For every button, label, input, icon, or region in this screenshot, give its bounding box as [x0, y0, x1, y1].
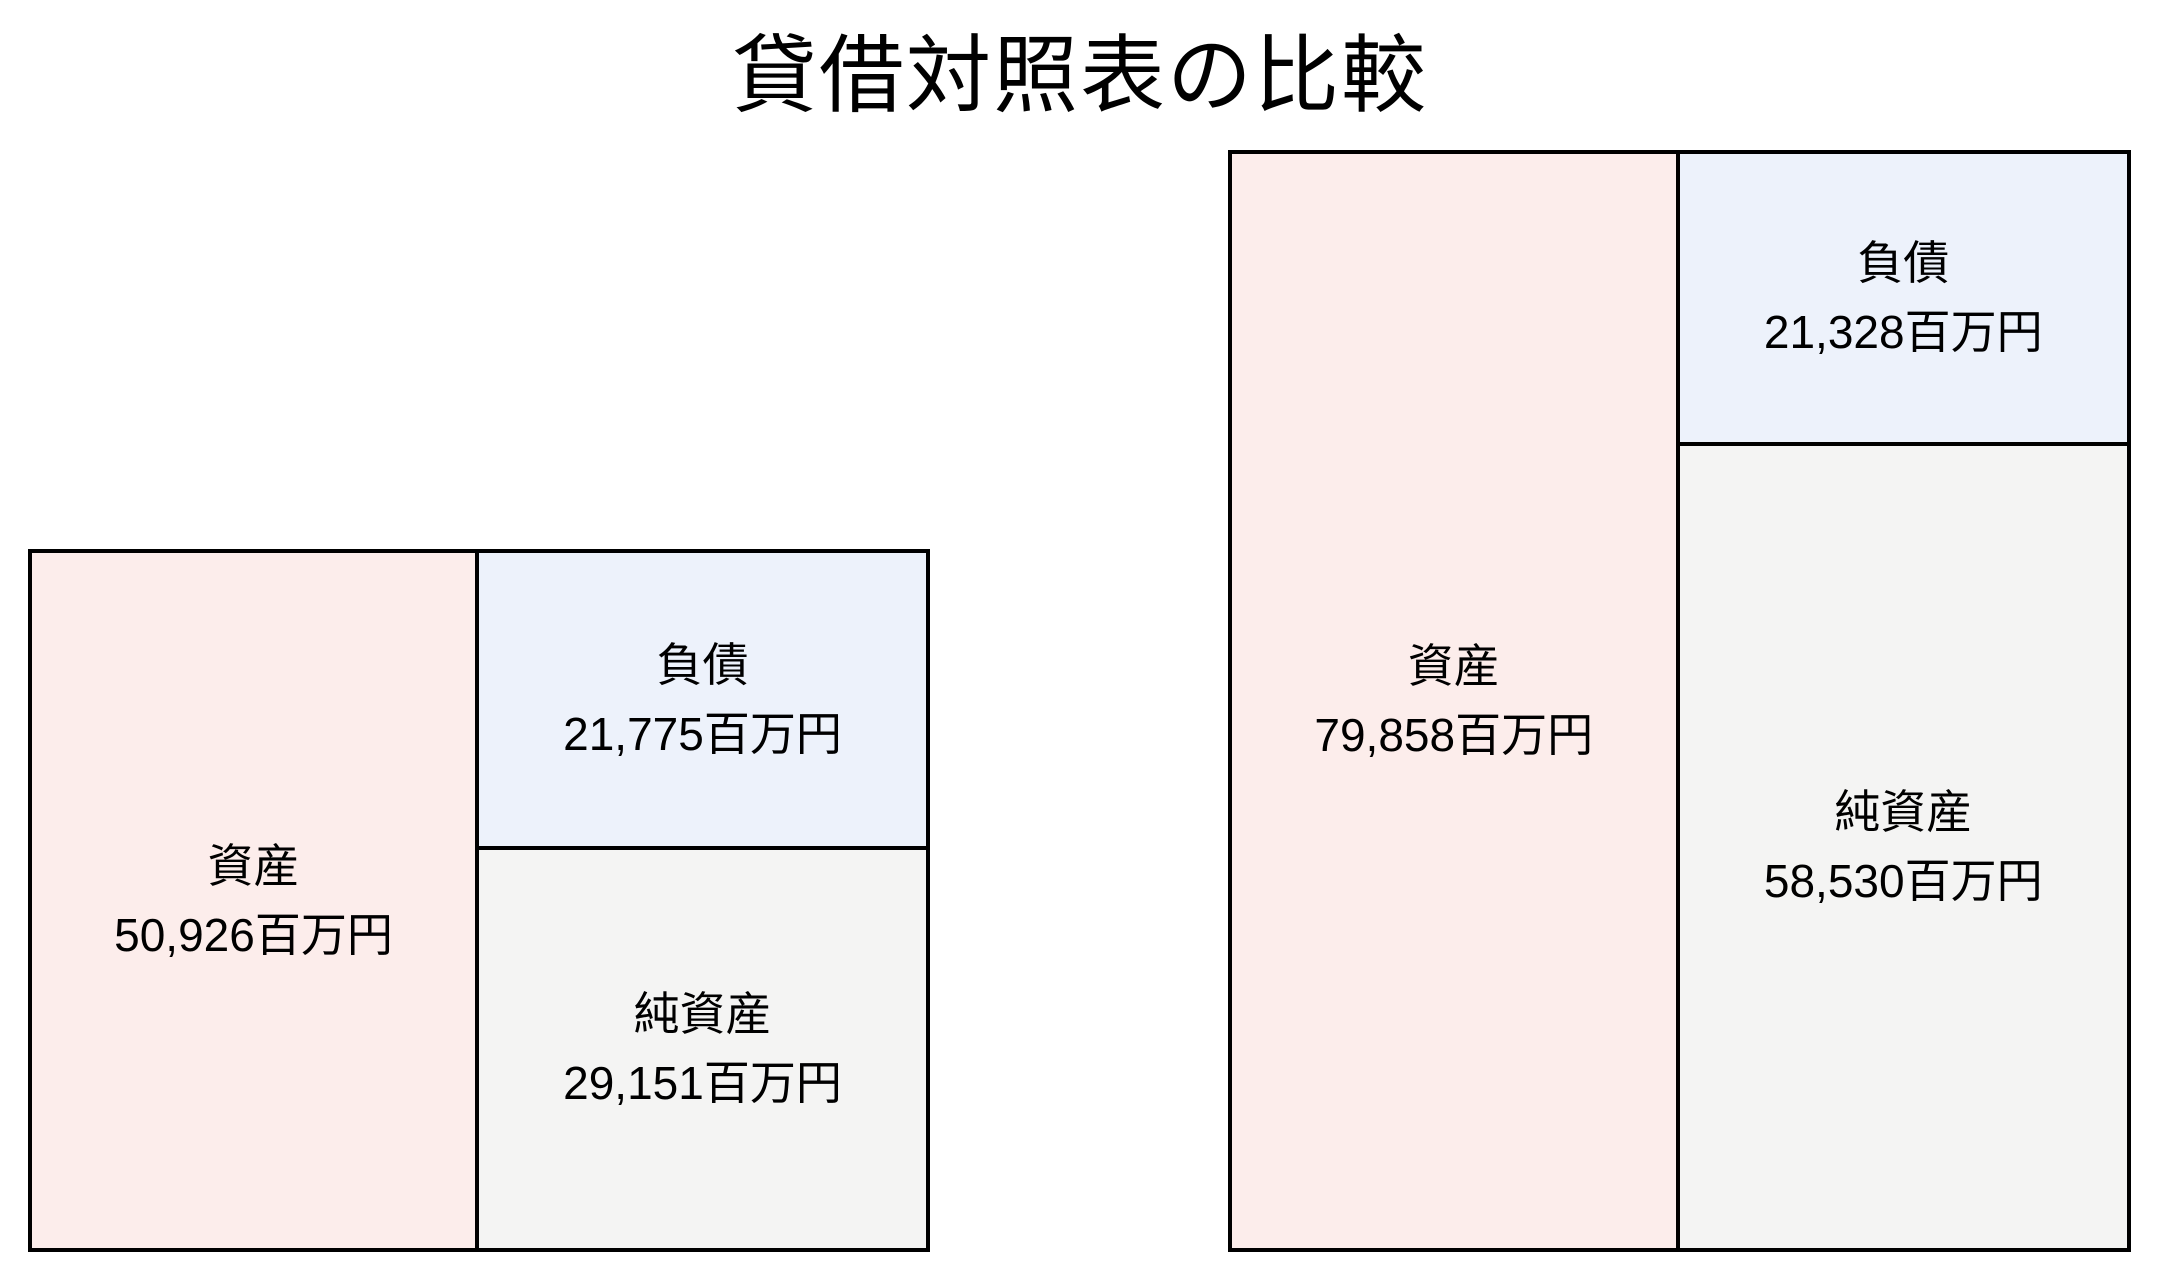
assets-label-block: 資産 50,926百万円: [114, 832, 393, 970]
assets-value: 79,858百万円: [1314, 709, 1594, 761]
net-assets-box: 純資産 29,151百万円: [479, 850, 926, 1248]
assets-value: 50,926百万円: [114, 908, 393, 961]
assets-box: 資産 50,926百万円: [32, 553, 479, 1248]
liabilities-equity-column: 負債 21,775百万円 純資産 29,151百万円: [479, 553, 926, 1248]
assets-label-block: 資産 79,858百万円: [1314, 632, 1593, 770]
liabilities-label: 負債: [1857, 237, 1950, 290]
liabilities-box: 負債 21,328百万円: [1679, 154, 2127, 447]
net-assets-label-block: 純資産 29,151百万円: [563, 980, 842, 1118]
assets-box: 資産 79,858百万円: [1232, 154, 1680, 1248]
liabilities-box: 負債 21,775百万円: [479, 553, 926, 851]
balance-sheet-right: 資産 79,858百万円 負債 21,328百万円 純資産 58,530百万円: [1228, 150, 2131, 1252]
liabilities-label-block: 負債 21,328百万円: [1764, 229, 2043, 367]
liabilities-value: 21,328百万円: [1763, 306, 2043, 359]
balance-sheet-left: 資産 50,926百万円 負債 21,775百万円 純資産 29,151百万円: [28, 549, 930, 1252]
assets-label: 資産: [207, 839, 300, 892]
assets-label: 資産: [1407, 640, 1500, 692]
liabilities-value: 21,775百万円: [563, 707, 842, 760]
net-assets-value: 29,151百万円: [563, 1057, 842, 1110]
net-assets-label: 純資産: [633, 988, 772, 1041]
net-assets-value: 58,530百万円: [1763, 855, 2043, 908]
net-assets-box: 純資産 58,530百万円: [1679, 446, 2127, 1248]
net-assets-label: 純資産: [1834, 786, 1973, 839]
liabilities-equity-column: 負債 21,328百万円 純資産 58,530百万円: [1679, 154, 2127, 1248]
liabilities-label-block: 負債 21,775百万円: [563, 631, 842, 769]
liabilities-label: 負債: [656, 638, 749, 691]
net-assets-label-block: 純資産 58,530百万円: [1764, 778, 2043, 916]
chart-title: 貸借対照表の比較: [731, 29, 1428, 124]
